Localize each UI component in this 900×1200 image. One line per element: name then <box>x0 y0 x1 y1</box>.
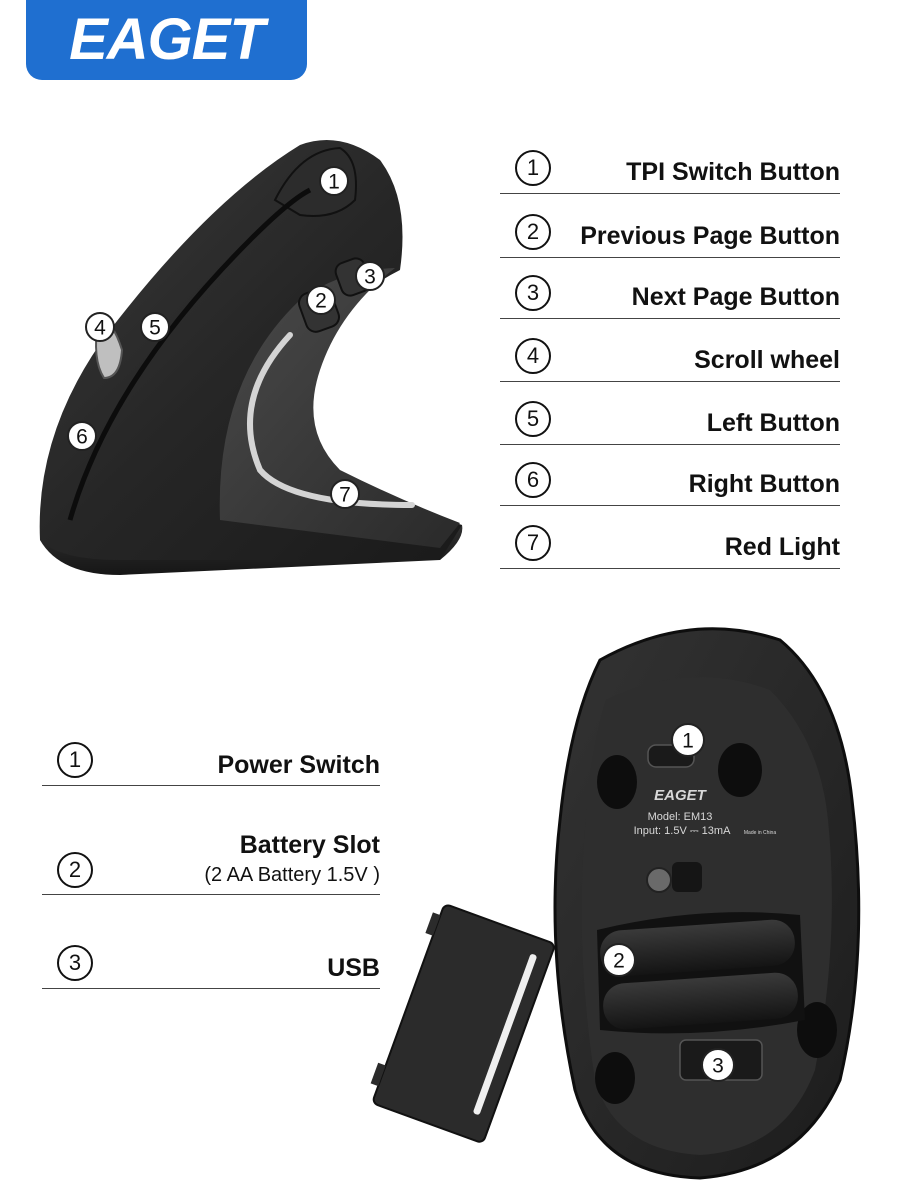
svg-text:6: 6 <box>76 426 88 449</box>
callout-power: 1 <box>671 723 705 757</box>
svg-text:1: 1 <box>328 171 340 194</box>
callout-1: 1 <box>319 166 349 196</box>
svg-text:3: 3 <box>364 266 376 289</box>
svg-text:4: 4 <box>94 317 106 340</box>
legend-item-red-light: 7 Red Light <box>500 521 840 569</box>
legend-label: Scroll wheel <box>694 346 840 374</box>
legend-item-left-button: 5 Left Button <box>500 397 840 445</box>
underside-input: Input: 1.5V ⎓ 13mA <box>634 825 731 837</box>
legend-num: 6 <box>515 462 551 498</box>
legend-label: Previous Page Button <box>580 222 840 250</box>
legend-label: Next Page Button <box>631 283 840 311</box>
legend-divider <box>42 785 380 786</box>
legend-num: 3 <box>57 945 93 981</box>
callout-4: 4 <box>85 312 115 342</box>
button-seam <box>67 187 312 521</box>
legend-divider <box>500 444 840 445</box>
legend-item-usb: 3 USB <box>42 941 380 989</box>
legend-divider <box>500 193 840 194</box>
callout-7: 7 <box>330 479 360 509</box>
svg-text:3: 3 <box>712 1055 724 1078</box>
legend-divider <box>500 381 840 382</box>
legend-label: Red Light <box>724 533 840 561</box>
legend-num: 4 <box>515 338 551 374</box>
legend-divider <box>500 568 840 569</box>
underside-model: Model: EM13 <box>648 811 713 823</box>
legend-divider <box>500 257 840 258</box>
legend-item-scroll-wheel: 4 Scroll wheel <box>500 334 840 382</box>
legend-item-battery-slot: 2 Battery Slot (2 AA Battery 1.5V ) <box>42 828 380 895</box>
brand-logo-text: EAGET <box>69 7 265 72</box>
legend-label: Right Button <box>688 470 840 498</box>
svg-text:2: 2 <box>315 290 327 313</box>
legend-item-next-page: 3 Next Page Button <box>500 271 840 319</box>
legend-divider <box>500 505 840 506</box>
mouse-body <box>39 140 462 560</box>
legend-num: 1 <box>515 150 551 186</box>
callout-battery: 2 <box>602 943 636 977</box>
legend-num: 3 <box>515 275 551 311</box>
legend-label: Left Button <box>706 409 840 437</box>
legend-item-right-button: 6 Right Button <box>500 458 840 506</box>
legend-divider <box>42 894 380 895</box>
legend-num: 5 <box>515 401 551 437</box>
legend-divider <box>500 318 840 319</box>
legend-num: 1 <box>57 742 93 778</box>
legend-num: 2 <box>57 852 93 888</box>
brand-logo: EAGET <box>26 0 307 80</box>
legend-num: 2 <box>515 214 551 250</box>
legend-label: TPI Switch Button <box>626 158 840 186</box>
legend-item-power-switch: 1 Power Switch <box>42 738 380 786</box>
legend-sublabel: (2 AA Battery 1.5V ) <box>204 864 380 886</box>
underside-logo: EAGET <box>654 787 708 804</box>
battery-cover <box>370 904 555 1143</box>
underside-made-in: Made in China <box>744 830 776 836</box>
legend-num: 7 <box>515 525 551 561</box>
legend-label: Battery Slot <box>239 831 380 859</box>
callout-usb: 3 <box>701 1048 735 1082</box>
svg-text:2: 2 <box>613 950 625 973</box>
svg-text:5: 5 <box>149 317 161 340</box>
svg-text:1: 1 <box>682 730 694 753</box>
svg-text:7: 7 <box>339 484 351 507</box>
callout-6: 6 <box>67 421 97 451</box>
legend-item-previous-page: 2 Previous Page Button <box>500 210 840 258</box>
legend-label: Power Switch <box>217 751 380 779</box>
callout-3: 3 <box>355 261 385 291</box>
callout-2: 2 <box>306 285 336 315</box>
legend-item-tpi: 1 TPI Switch Button <box>500 146 840 194</box>
mouse-thumb-face <box>219 268 460 548</box>
legend-label: USB <box>327 954 380 982</box>
callout-5: 5 <box>140 312 170 342</box>
legend-divider <box>42 988 380 989</box>
